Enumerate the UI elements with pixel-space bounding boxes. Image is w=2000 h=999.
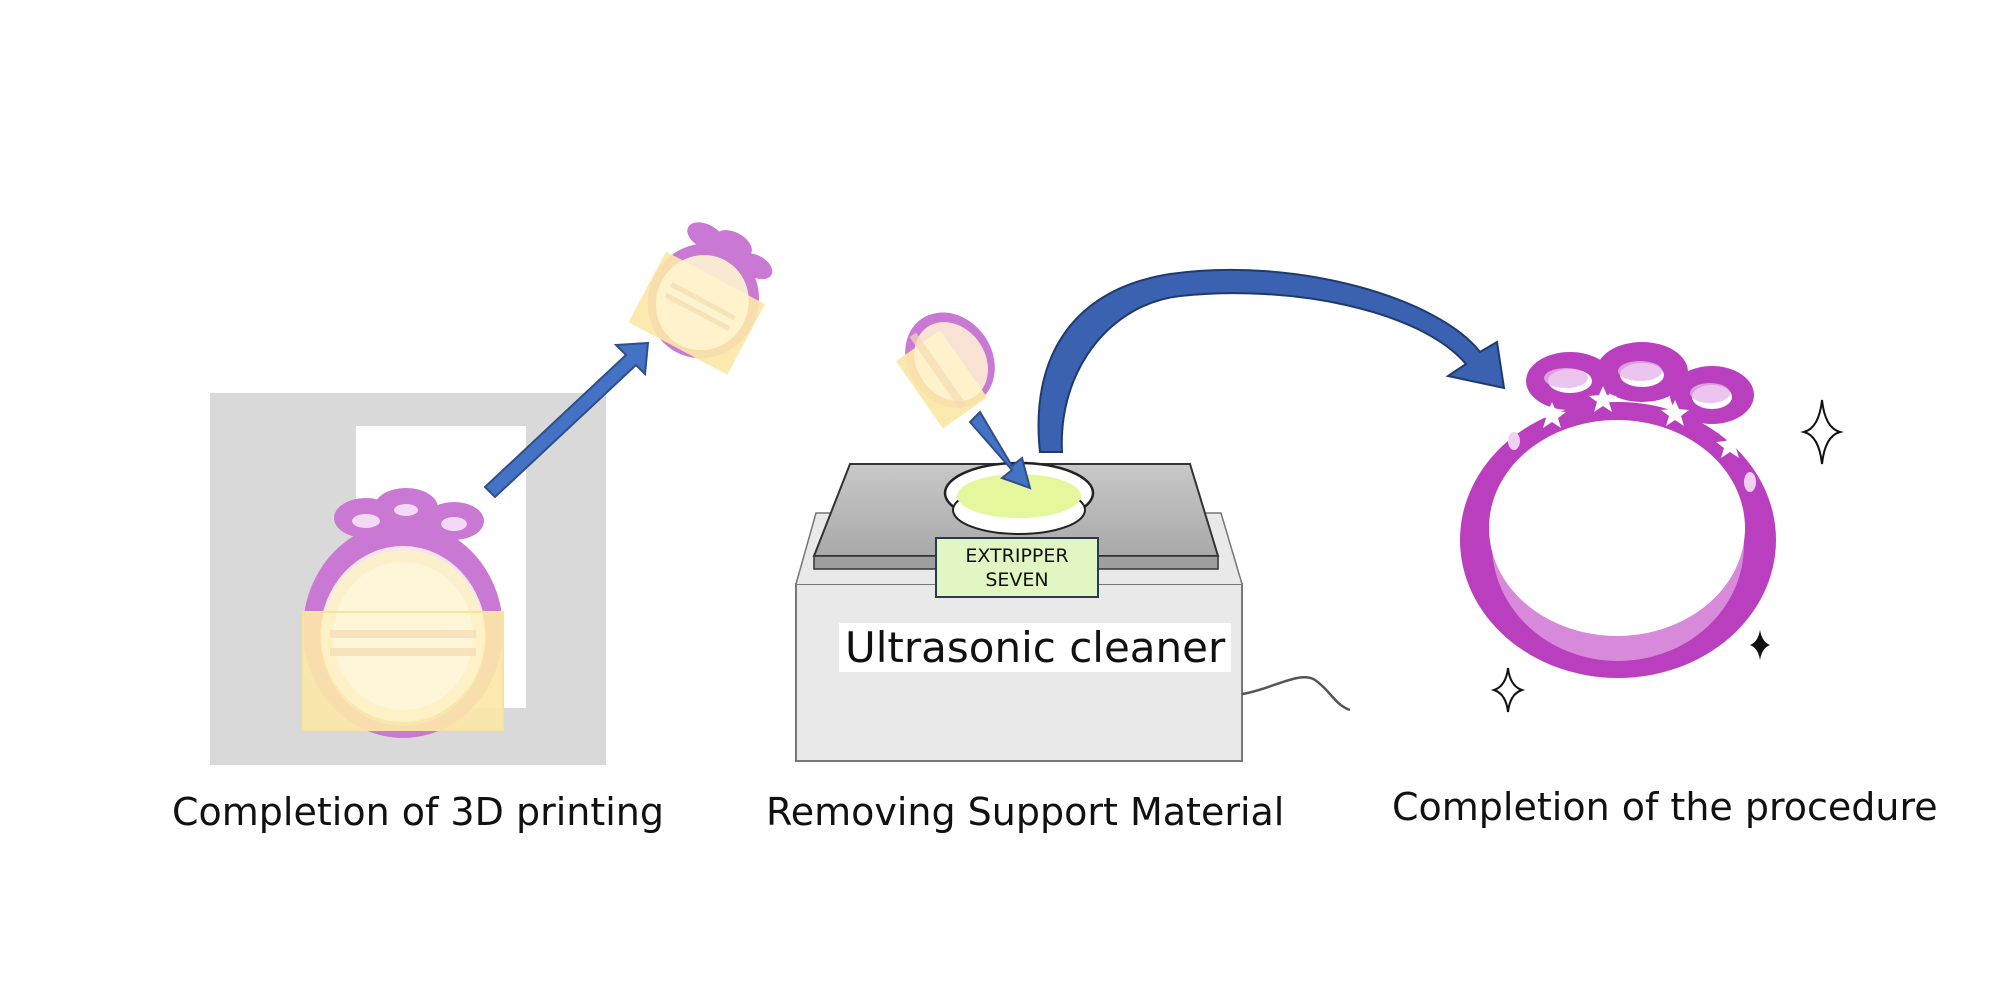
sparkle-icon (1800, 399, 1844, 465)
part-being-immersed (895, 312, 995, 429)
step-caption-support-removal: Removing Support Material (766, 790, 1285, 834)
step-caption-printing: Completion of 3D printing (172, 790, 664, 834)
arrow-to-removed-part (483, 341, 650, 499)
sparkle-icon (1750, 630, 1770, 660)
ultrasonic-cleaner (795, 461, 1351, 762)
printed-ring-with-supports (302, 488, 504, 738)
step-caption-completion: Completion of the procedure (1392, 785, 1938, 829)
sparkle-icon (1490, 667, 1526, 713)
cleaner-brand-label: EXTRIPPER SEVEN (935, 537, 1099, 598)
sparkle-icons (1490, 399, 1844, 713)
finished-ring (1460, 342, 1776, 678)
curved-arrow-to-finished-ring (1037, 268, 1506, 453)
brand-line-1: EXTRIPPER (965, 545, 1069, 567)
removed-printed-part (628, 222, 773, 375)
cleaner-body (795, 583, 1243, 762)
brand-line-2: SEVEN (985, 569, 1049, 591)
cleaning-solution (957, 474, 1081, 518)
arrow-into-basin (968, 410, 1032, 490)
cleaner-label: Ultrasonic cleaner (839, 623, 1232, 672)
power-cord (1241, 675, 1351, 712)
